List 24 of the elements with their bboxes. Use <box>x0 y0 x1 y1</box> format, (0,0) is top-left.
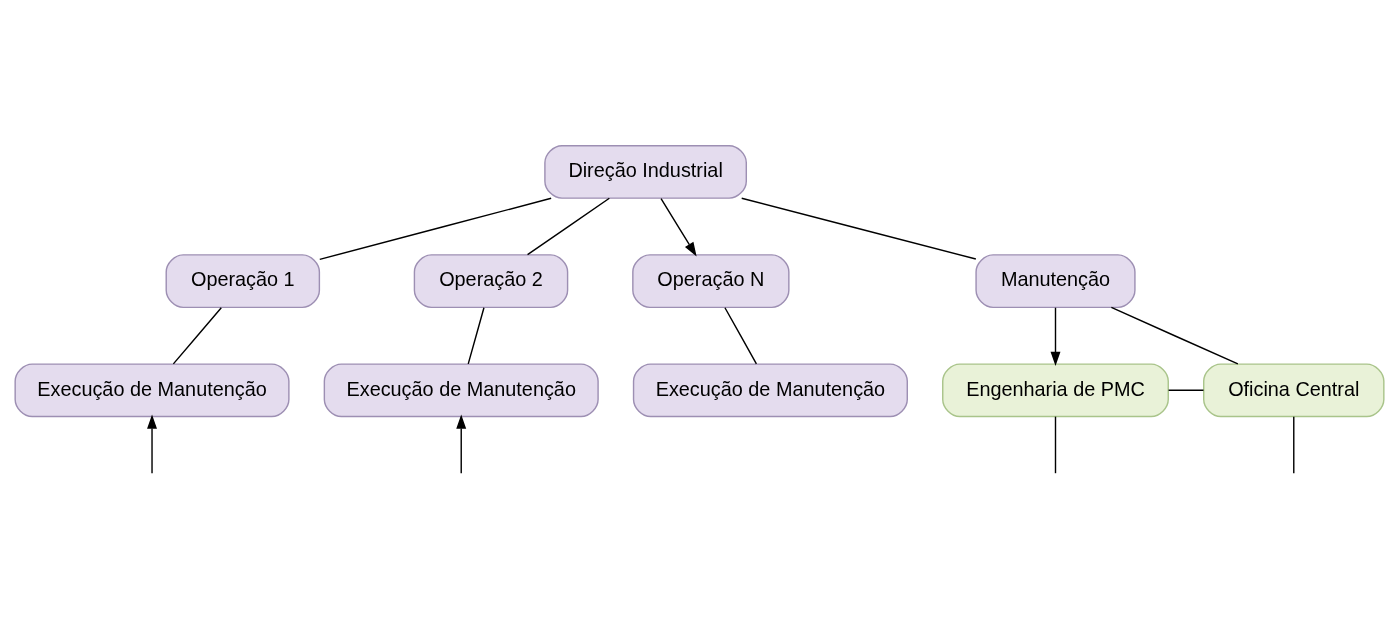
connector <box>319 197 552 260</box>
arrow <box>147 414 157 474</box>
arrow <box>456 414 467 474</box>
arrow <box>660 197 697 256</box>
node-box: Execução de Manutenção <box>14 362 290 417</box>
arrow <box>1050 306 1061 366</box>
connector <box>467 306 485 365</box>
node-box: Execução de Manutenção <box>323 362 599 417</box>
connector <box>1110 306 1239 365</box>
connector <box>1167 389 1205 391</box>
node-box: Manutenção <box>975 253 1136 308</box>
connector <box>1293 415 1295 474</box>
connector <box>526 197 611 255</box>
node-box: Engenharia de PMC <box>942 362 1169 417</box>
connector <box>1054 415 1057 474</box>
node-box: Operação N <box>632 253 790 308</box>
node-box: Operação 1 <box>165 253 321 308</box>
node-box: Oficina Central <box>1203 362 1385 417</box>
node-box: Direção Industrial <box>544 144 747 199</box>
connector <box>741 197 977 260</box>
node-box: Execução de Manutenção <box>632 362 908 417</box>
connector <box>724 306 758 365</box>
connector <box>172 306 222 365</box>
node-box: Operação 2 <box>413 253 569 308</box>
